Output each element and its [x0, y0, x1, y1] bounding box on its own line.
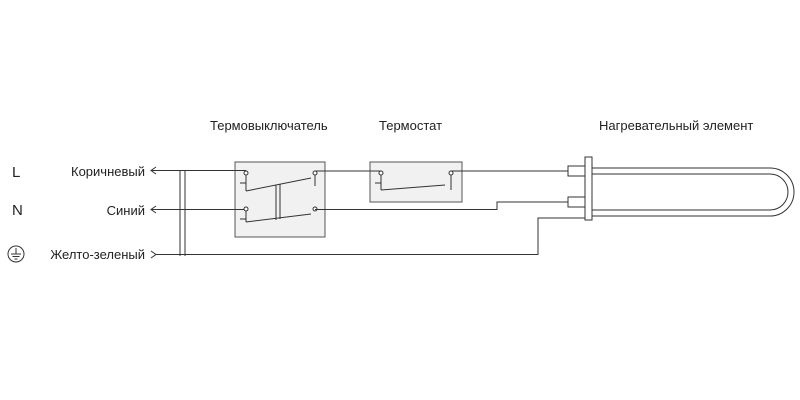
- wire-blue-label: Синий: [107, 203, 145, 218]
- line-n-symbol: N: [12, 202, 23, 219]
- wire-green-label: Желто-зеленый: [50, 247, 145, 262]
- line-l-symbol: L: [12, 164, 20, 181]
- wire-pe: [156, 217, 585, 255]
- arrow-pe-icon: [150, 250, 157, 259]
- thermostat-title: Термостат: [379, 118, 442, 133]
- thermal-cutout-switch: [235, 170, 325, 223]
- thermal-cutout-title: Термовыключатель: [210, 118, 328, 133]
- wire-cutout-n-to-element: [325, 201, 585, 210]
- ground-icon: [7, 245, 25, 263]
- heating-element: [567, 156, 795, 221]
- heating-element-title: Нагревательный элемент: [599, 118, 753, 133]
- thermostat-box: [369, 161, 463, 203]
- wire-brown-label: Коричневый: [71, 164, 145, 179]
- thermostat-switch: [370, 170, 462, 191]
